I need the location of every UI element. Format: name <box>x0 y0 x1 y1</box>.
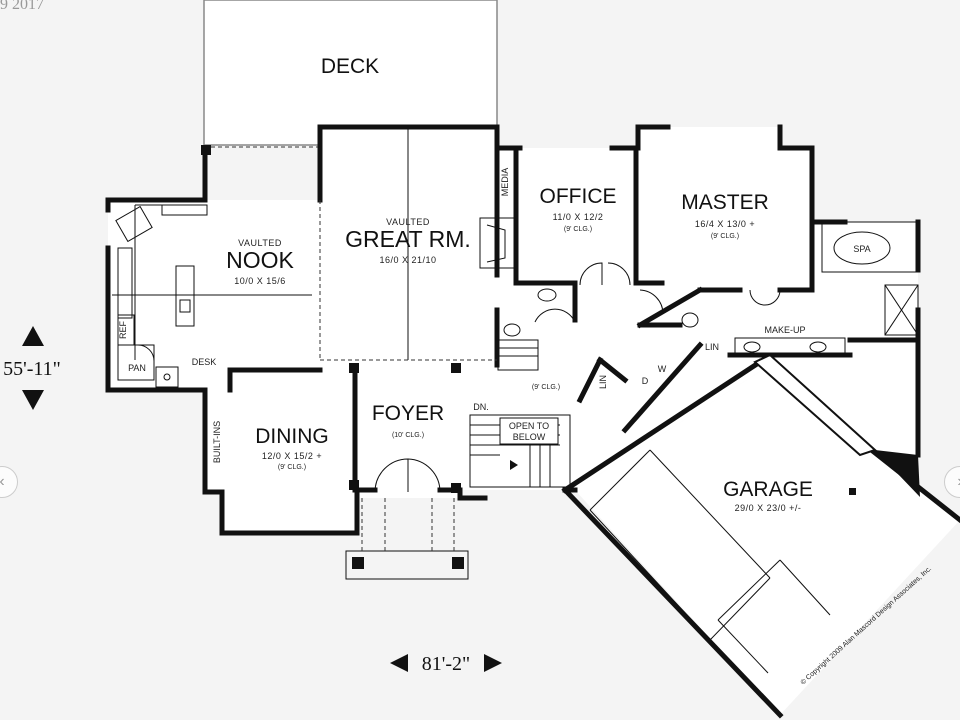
office-ceiling: (9' CLG.) <box>564 226 592 233</box>
depth-dimension: 55'-11" <box>3 326 61 410</box>
linen-closet-label: LIN <box>705 342 719 352</box>
foyer-label: FOYER <box>372 402 444 425</box>
stairs <box>469 339 571 488</box>
year-watermark: 9 2017 <box>0 0 44 13</box>
porch <box>345 498 469 580</box>
spa-label: SPA <box>853 244 870 254</box>
exterior-walls <box>105 124 921 536</box>
deck-label: DECK <box>321 55 379 78</box>
great-room-size: 16/0 X 21/10 <box>379 255 436 265</box>
chevron-left-icon: ‹ <box>0 473 5 491</box>
interior-walls <box>227 145 921 493</box>
garage-size: 29/0 X 23/0 +/- <box>735 503 802 513</box>
stairs-down-label: DN. <box>473 402 489 412</box>
desk-label: DESK <box>192 357 217 367</box>
baths <box>503 221 919 357</box>
built-ins-label: BUILT-INS <box>212 421 222 463</box>
dining-label: DINING <box>255 425 329 448</box>
foyer-ceiling: (10' CLG.) <box>392 432 424 439</box>
kitchen <box>112 204 312 388</box>
doors <box>137 262 781 493</box>
garage-label: GARAGE <box>723 478 813 501</box>
great-room-label: GREAT RM. <box>345 226 471 252</box>
office-label: OFFICE <box>540 185 617 208</box>
washer-label: W <box>658 364 667 374</box>
linen-closet-2-label: LIN <box>598 375 608 389</box>
master-size: 16/4 X 13/0 + <box>695 219 755 229</box>
nook-vaulted: VAULTED <box>238 238 282 248</box>
master-label: MASTER <box>681 191 769 214</box>
makeup-label: MAKE-UP <box>764 325 805 335</box>
width-dimension-text: 81'-2" <box>422 653 470 675</box>
dining-size: 12/0 X 15/2 + <box>262 451 322 461</box>
great-room-vaulted: VAULTED <box>386 217 430 227</box>
open-to-label: OPEN TO <box>509 421 549 431</box>
nook-label: NOOK <box>226 247 294 273</box>
deck <box>203 0 498 146</box>
master-ceiling: (9' CLG.) <box>711 233 739 240</box>
pantry-label: PAN <box>128 363 146 373</box>
width-dimension: 81'-2" <box>390 653 502 675</box>
media-label: MEDIA <box>500 168 510 197</box>
dining-ceiling: (9' CLG.) <box>278 464 306 471</box>
depth-dimension-text: 55'-11" <box>3 358 61 380</box>
dryer-label: D <box>642 376 649 386</box>
open-below-label: BELOW <box>513 432 546 442</box>
office-size: 11/0 X 12/2 <box>553 212 604 222</box>
nook-size: 10/0 X 15/6 <box>234 276 286 286</box>
chevron-right-icon: › <box>957 473 960 491</box>
garage-walls <box>561 353 960 719</box>
hall-ceiling-label: (9' CLG.) <box>532 384 560 391</box>
refrigerator-label: REF <box>118 320 128 339</box>
fireplace <box>479 217 515 269</box>
